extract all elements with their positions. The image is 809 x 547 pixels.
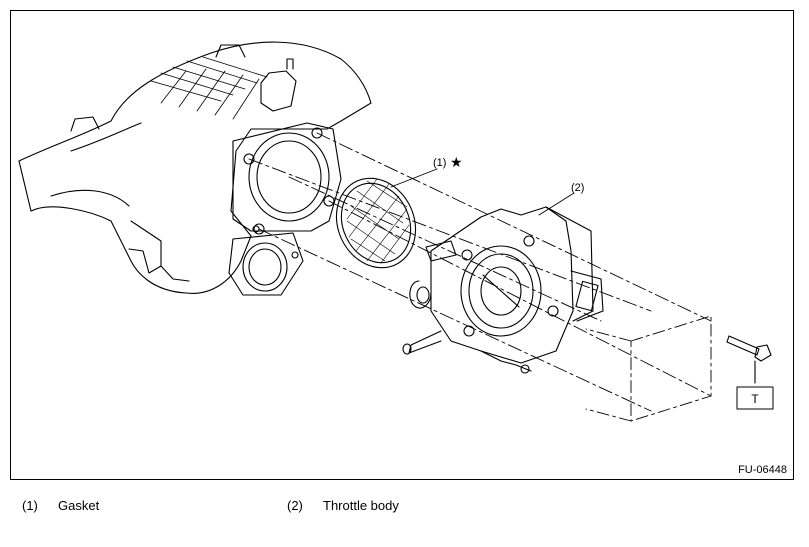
torque-spec-box: T [736,386,774,410]
throttle-body [402,206,604,374]
legend: (1) Gasket (2) Throttle body [0,498,809,518]
gasket [335,177,417,269]
bolt [726,335,772,384]
torque-label: T [751,392,759,406]
legend-number: (1) [22,498,38,513]
legend-item-gasket: (1) Gasket [22,498,99,513]
gasket-callout: (1) [433,157,446,169]
throttle-body-callout: (2) [571,182,584,194]
exploded-diagram: (1) ★ (2) T [18,41,774,422]
figure-frame: (1) ★ (2) T FU-06448 [10,10,794,480]
legend-number: (2) [287,498,303,513]
intake-manifold [18,41,372,296]
torque-region-box [585,315,712,422]
legend-item-throttle-body: (2) Throttle body [287,498,399,513]
figure-code: FU-06448 [738,464,787,476]
leader-lines [390,168,575,216]
legend-text: Throttle body [323,498,399,513]
legend-text: Gasket [58,498,100,513]
gasket-star-icon: ★ [450,154,463,170]
alignment-lines [248,132,712,412]
